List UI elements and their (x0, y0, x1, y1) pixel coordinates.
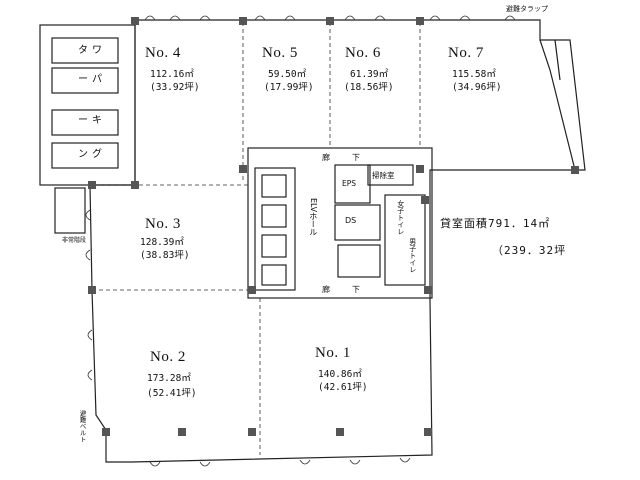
unit-no6-area: 61.39㎡ (350, 69, 389, 80)
tower-parking-char-4: パ (92, 74, 102, 85)
evac-chute-label: 避難ベルト (78, 410, 87, 443)
total-area-tsubo: （239．32坪 (492, 244, 567, 257)
unit-no7-area: 115.58㎡ (452, 69, 496, 80)
unit-no1-tsubo: (42.61坪) (318, 382, 368, 393)
unit-no2-name: No. 2 (150, 349, 186, 365)
unit-no2-area: 173.28㎡ (147, 373, 191, 384)
unit-no1-area: 140.86㎡ (318, 369, 362, 380)
tower-parking-char-6: キ (92, 115, 102, 126)
wc-women-label: 女子トイレ (396, 200, 405, 235)
tower-parking-char-2: ワ (92, 45, 102, 56)
outdoor-stair-label: 非常階段 (62, 237, 87, 244)
unit-no4-name: No. 4 (145, 45, 181, 61)
unit-no5-area: 59.50㎡ (268, 69, 307, 80)
tower-parking-char-3: ー (78, 74, 88, 85)
corridor-label-a: 廊 (322, 153, 330, 162)
tower-parking-char-1: タ (78, 45, 88, 56)
evac-ramp-label: 避難タラップ (506, 5, 548, 13)
unit-no3-name: No. 3 (145, 216, 181, 232)
unit-no6-tsubo: (18.56坪) (344, 82, 394, 93)
unit-no4-tsubo: (33.92坪) (150, 82, 200, 93)
unit-no5-tsubo: (17.99坪) (264, 82, 314, 93)
elv-hall-label: ELVホール (308, 198, 318, 237)
tower-parking-block (39, 24, 136, 186)
corridor-label-b: 下 (352, 153, 360, 162)
unit-no1-name: No. 1 (315, 345, 351, 361)
outer-wall (89, 19, 586, 463)
corridor-label-c: 廊 (322, 285, 330, 294)
cleaning-room-label: 掃除室 (372, 171, 395, 180)
outdoor-stair (54, 187, 86, 234)
ds-label: DS (345, 216, 357, 225)
tower-parking-char-8: グ (92, 149, 102, 160)
tower-parking-char-7: ン (78, 149, 88, 160)
unit-no4-area: 112.16㎡ (150, 69, 194, 80)
unit-no7-name: No. 7 (448, 45, 484, 61)
corridor-label-d: 下 (352, 285, 360, 294)
unit-no3-area: 128.39㎡ (140, 237, 184, 248)
total-area-label: 貸室面積791．14㎡ (440, 217, 551, 230)
unit-no2-tsubo: (52.41坪) (147, 388, 197, 399)
core-block (247, 147, 433, 299)
unit-no5-name: No. 5 (262, 45, 298, 61)
tower-parking-char-5: ー (78, 115, 88, 126)
unit-no3-tsubo: (38.83坪) (140, 250, 190, 261)
unit-no6-name: No. 6 (345, 45, 381, 61)
right-wing-wall (539, 39, 576, 171)
eps-label: EPS (342, 179, 357, 188)
wc-men-label: 男子トイレ (408, 238, 417, 273)
unit-no7-tsubo: (34.96坪) (452, 82, 502, 93)
